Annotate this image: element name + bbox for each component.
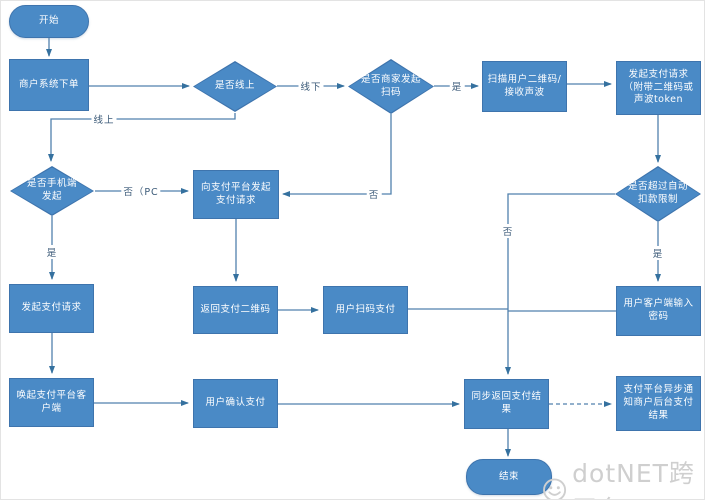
node-mobile-init-label: 是否手机端发起 xyxy=(26,178,77,202)
node-initiate-pay: 发起支付请求 xyxy=(9,284,94,333)
node-end-label: 结束 xyxy=(498,470,519,482)
node-mobile-init: 是否手机端发起 xyxy=(10,166,94,216)
node-confirm-pay: 用户确认支付 xyxy=(193,379,278,428)
edge-label-limit-no: 否 xyxy=(500,224,516,238)
node-invoke-client: 唤起支付平台客户端 xyxy=(9,378,94,427)
node-async-notify: 支付平台异步通知商户后台支付结果 xyxy=(616,376,701,431)
node-user-scan-pay: 用户扫码支付 xyxy=(323,286,408,334)
node-merchant-scan: 是否商家发起扫码 xyxy=(348,59,434,114)
edge-label-mobile-no-pc: 否（PC xyxy=(121,184,161,198)
node-platform-request-label: 向支付平台发起支付请求 xyxy=(200,181,271,206)
node-auto-limit: 是否超过自动扣款限制 xyxy=(615,166,701,222)
node-merchant-scan-label: 是否商家发起扫码 xyxy=(361,73,422,98)
node-enter-password: 用户客户端输入密码 xyxy=(616,286,701,336)
smiley-logo-icon xyxy=(543,478,567,499)
node-sync-result-label: 同步返回支付结果 xyxy=(471,391,542,415)
node-enter-password-label: 用户客户端输入密码 xyxy=(623,298,694,322)
edge-auto-limit-no-to-sync-result xyxy=(505,193,615,375)
node-async-notify-label: 支付平台异步通知商户后台支付结果 xyxy=(623,384,694,421)
node-token-request: 发起支付请求（附带二维码或声波token xyxy=(616,61,701,115)
edge-label-merchant-scan-no: 否 xyxy=(366,187,382,201)
watermark: dotNET跨平台 xyxy=(541,454,704,499)
watermark-text: dotNET跨平台 xyxy=(572,459,695,499)
edge-label-online: 线上 xyxy=(91,112,117,126)
node-return-qr-label: 返回支付二维码 xyxy=(200,303,271,315)
node-platform-request: 向支付平台发起支付请求 xyxy=(193,170,279,219)
node-scan-qr-label: 扫描用户二维码/接收声波 xyxy=(487,73,562,98)
node-is-online-label: 是否线上 xyxy=(214,80,255,92)
edge-label-limit-yes: 是 xyxy=(650,246,666,260)
node-scan-qr: 扫描用户二维码/接收声波 xyxy=(482,61,567,112)
edge-label-offline: 线下 xyxy=(298,79,324,93)
edge-merchant-scan-no-to-platform-request xyxy=(282,114,392,197)
edge-is-online-online-to-mobile-init xyxy=(48,113,236,162)
node-initiate-pay-label: 发起支付请求 xyxy=(21,302,82,314)
node-confirm-pay-label: 用户确认支付 xyxy=(205,397,266,409)
node-auto-limit-label: 是否超过自动扣款限制 xyxy=(628,181,689,205)
node-is-online: 是否线上 xyxy=(193,61,277,112)
edge-label-mobile-yes: 是 xyxy=(44,245,60,259)
node-return-qr: 返回支付二维码 xyxy=(193,286,278,334)
node-merchant-order: 商户系统下单 xyxy=(9,59,89,111)
node-user-scan-pay-label: 用户扫码支付 xyxy=(335,303,396,315)
node-sync-result: 同步返回支付结果 xyxy=(464,379,549,429)
node-start: 开始 xyxy=(9,5,89,38)
edge-label-merchant-scan-yes: 是 xyxy=(449,79,465,93)
node-end: 结束 xyxy=(466,459,552,495)
node-start-label: 开始 xyxy=(38,15,59,27)
node-merchant-order-label: 商户系统下单 xyxy=(18,78,79,90)
node-token-request-label: 发起支付请求（附带二维码或声波token xyxy=(623,68,694,106)
node-invoke-client-label: 唤起支付平台客户端 xyxy=(16,389,87,414)
